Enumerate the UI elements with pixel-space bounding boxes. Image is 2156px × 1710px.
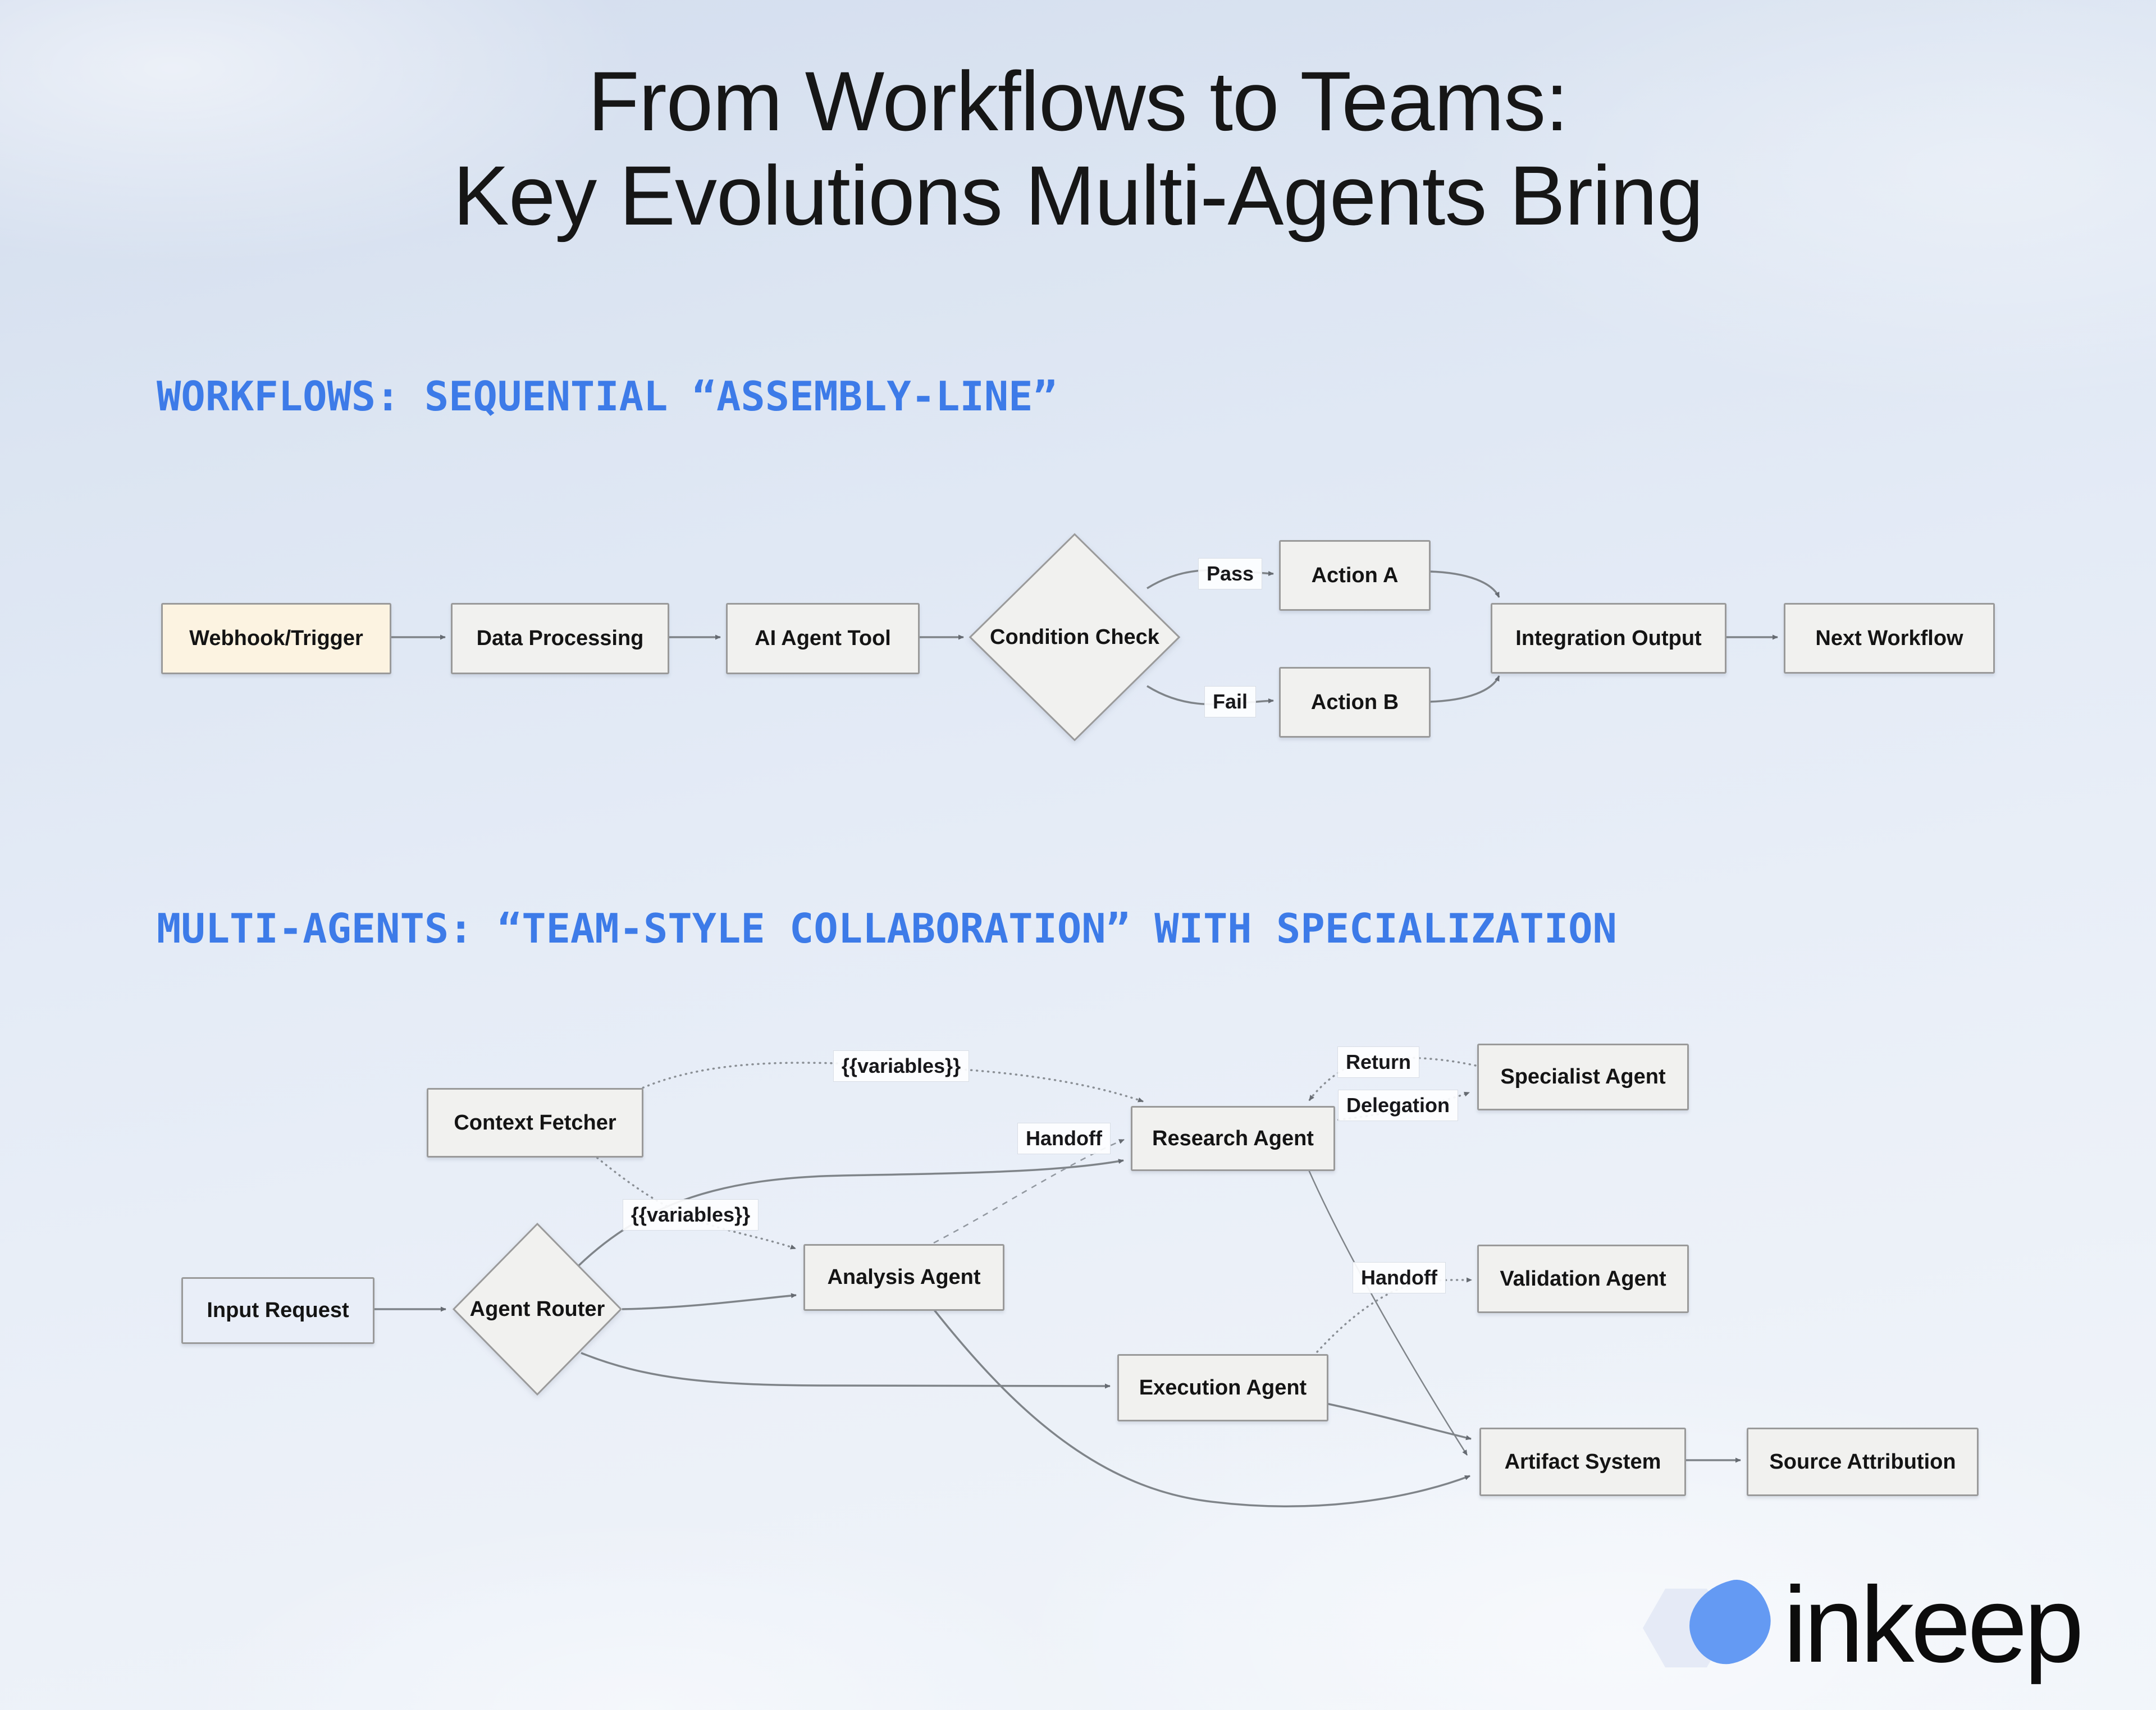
edge-research-agent-to-artifact-system xyxy=(1307,1168,1468,1456)
node-specialist-agent: Specialist Agent xyxy=(1477,1044,1689,1110)
node-specialist-agent-label: Specialist Agent xyxy=(1500,1065,1666,1089)
node-input-request-label: Input Request xyxy=(207,1298,349,1322)
page-title-line2: Key Evolutions Multi-Agents Bring xyxy=(453,148,1703,243)
node-ai-agent-tool-label: AI Agent Tool xyxy=(755,627,891,650)
page-title: From Workflows to Teams: Key Evolutions … xyxy=(0,54,2156,243)
node-research-agent-label: Research Agent xyxy=(1152,1126,1314,1150)
page-title-line1: From Workflows to Teams: xyxy=(588,54,1569,148)
node-research-agent: Research Agent xyxy=(1131,1106,1335,1171)
node-validation-agent-label: Validation Agent xyxy=(1500,1267,1666,1291)
node-next-workflow-label: Next Workflow xyxy=(1815,626,1963,650)
node-condition-check-label: Condition Check xyxy=(990,625,1159,649)
edge-execution-agent-to-artifact-system xyxy=(1326,1402,1472,1441)
edge-label-fail: Fail xyxy=(1204,686,1257,717)
node-source-attribution-label: Source Attribution xyxy=(1769,1450,1956,1474)
agent-router-diamond-shape xyxy=(452,1222,623,1396)
node-analysis-agent-label: Analysis Agent xyxy=(827,1265,981,1289)
node-webhook-trigger-label: Webhook/Trigger xyxy=(189,627,363,650)
node-source-attribution: Source Attribution xyxy=(1747,1428,1979,1496)
node-analysis-agent: Analysis Agent xyxy=(803,1244,1004,1311)
edge-agent-router-to-execution-agent xyxy=(581,1352,1111,1389)
multi-agents-section-heading: MULTI-AGENTS: “TEAM-STYLE COLLABORATION”… xyxy=(157,905,1617,952)
node-action-b: Action B xyxy=(1279,667,1431,738)
node-input-request: Input Request xyxy=(181,1277,374,1344)
edge-analysis-agent-handoff-to-research-agent xyxy=(933,1139,1125,1244)
edge-label-return: Return xyxy=(1337,1046,1419,1078)
node-execution-agent: Execution Agent xyxy=(1117,1354,1328,1421)
node-condition-check: Condition Check xyxy=(968,532,1181,742)
node-webhook-trigger: Webhook/Trigger xyxy=(161,603,391,674)
node-agent-router-label: Agent Router xyxy=(469,1297,605,1321)
node-action-b-label: Action B xyxy=(1310,690,1399,714)
node-action-a-label: Action A xyxy=(1311,563,1399,587)
node-validation-agent: Validation Agent xyxy=(1477,1245,1689,1313)
node-integration-output: Integration Output xyxy=(1491,603,1726,674)
edge-label-variables-mid: {{variables}} xyxy=(622,1199,759,1231)
workflows-section-heading: WORKFLOWS: SEQUENTIAL “ASSEMBLY-LINE” xyxy=(157,373,1057,420)
node-artifact-system: Artifact System xyxy=(1479,1428,1686,1496)
node-context-fetcher-label: Context Fetcher xyxy=(454,1110,616,1135)
node-execution-agent-label: Execution Agent xyxy=(1139,1375,1307,1400)
edge-specialist-agent-return-to-research-agent xyxy=(1308,1057,1477,1101)
node-agent-router: Agent Router xyxy=(452,1222,623,1396)
edge-action-a-to-integration-output xyxy=(1428,570,1500,598)
node-action-a: Action A xyxy=(1279,540,1431,611)
edge-label-handoff-validation: Handoff xyxy=(1353,1262,1446,1293)
edge-label-delegation: Delegation xyxy=(1337,1090,1459,1121)
node-data-processing-label: Data Processing xyxy=(476,627,644,650)
condition-check-diamond-shape xyxy=(968,532,1181,742)
logo-wordmark: inkeep xyxy=(1783,1564,2084,1685)
node-ai-agent-tool: AI Agent Tool xyxy=(726,603,920,674)
edge-label-pass: Pass xyxy=(1198,558,1263,589)
node-integration-output-label: Integration Output xyxy=(1515,626,1702,650)
edge-action-b-to-integration-output xyxy=(1428,675,1500,703)
edge-analysis-agent-to-artifact-system xyxy=(932,1307,1470,1507)
node-artifact-system-label: Artifact System xyxy=(1504,1450,1661,1474)
node-data-processing: Data Processing xyxy=(451,603,669,674)
edge-agent-router-to-analysis-agent xyxy=(622,1293,797,1310)
node-context-fetcher: Context Fetcher xyxy=(427,1088,643,1158)
edge-label-handoff-research: Handoff xyxy=(1017,1123,1111,1154)
edge-label-variables-top: {{variables}} xyxy=(833,1050,970,1082)
node-next-workflow: Next Workflow xyxy=(1784,603,1995,674)
edge-context-fetcher-variables-to-analysis-agent xyxy=(592,1153,797,1250)
